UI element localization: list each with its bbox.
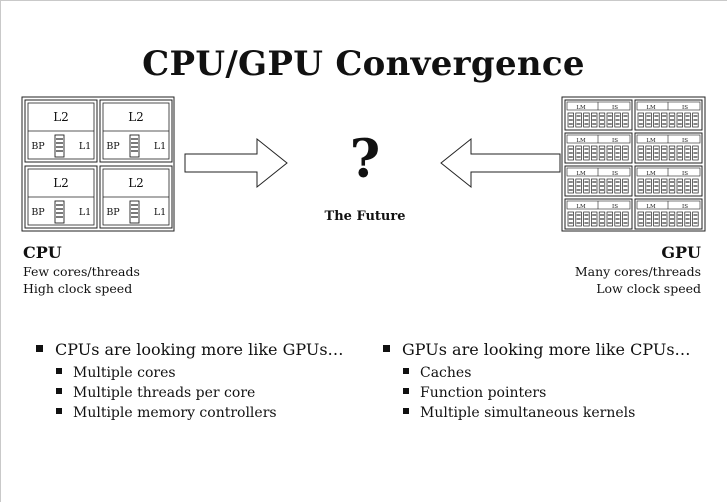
gpu-sm-box	[634, 99, 703, 131]
gpu-is-label: IS	[682, 105, 688, 111]
gpu-lm-label: LM	[576, 204, 586, 210]
gpu-sm: LM IS	[634, 198, 703, 230]
gpu-lm-label: LM	[576, 171, 586, 177]
future-label: The Future	[324, 209, 406, 224]
gpu-lm-label: LM	[646, 171, 656, 177]
cpu-desc-cores: Few cores/threads	[23, 264, 140, 279]
gpu-sm-box	[634, 165, 703, 197]
bullet-main: GPUs are looking more like CPUs…	[383, 340, 691, 359]
gpu-sm-box	[564, 132, 633, 164]
gpu-is-label: IS	[612, 204, 618, 210]
right-arrow	[184, 137, 288, 189]
bullet-square-icon	[56, 388, 62, 394]
slide-frame-left	[0, 0, 1, 502]
bullet-square-icon	[403, 368, 409, 374]
cpu-pipeline-unit	[54, 200, 65, 224]
slide-frame-top	[0, 0, 727, 1]
cpu-l2-label: L2	[128, 176, 144, 190]
bullet-square-icon	[383, 345, 390, 352]
gpu-is-label: IS	[612, 105, 618, 111]
gpu-chip-diagram: LM IS LM IS LM IS LM IS LM IS LM IS LM IS LM IS	[561, 96, 706, 232]
gpu-lm-label: LM	[646, 204, 656, 210]
bullet-sub: Caches	[403, 365, 691, 381]
cpu-l1-label: L1	[79, 141, 91, 152]
bullet-sub: Function pointers	[403, 385, 691, 401]
gpu-sm-box	[564, 165, 633, 197]
gpu-sm-header	[566, 167, 631, 177]
cpu-bp-label: BP	[106, 141, 120, 152]
gpu-lm-label: LM	[646, 105, 656, 111]
bullet-sub: Multiple memory controllers	[56, 405, 344, 421]
bullet-square-icon	[403, 388, 409, 394]
gpu-is-label: IS	[682, 171, 688, 177]
gpu-sm-header	[566, 134, 631, 144]
gpu-sm: LM IS	[564, 132, 633, 164]
cpu-pipeline-unit	[129, 134, 140, 158]
gpu-sm-box	[564, 99, 633, 131]
gpu-heading: GPU	[661, 243, 701, 262]
gpu-bullet-list: GPUs are looking more like CPUs… Caches …	[383, 340, 691, 425]
cpu-l1-label: L1	[79, 207, 91, 218]
cpu-l1-label: L1	[154, 141, 166, 152]
cpu-bp-label: BP	[31, 207, 45, 218]
gpu-sm-header	[636, 134, 701, 144]
gpu-sm-header	[636, 167, 701, 177]
cpu-pipeline-unit	[54, 134, 65, 158]
gpu-sm-header	[566, 101, 631, 111]
question-mark: ?	[349, 129, 381, 190]
cpu-bp-label: BP	[106, 207, 120, 218]
gpu-sm: LM IS	[634, 165, 703, 197]
left-arrow	[440, 137, 561, 189]
gpu-sm-header	[566, 200, 631, 210]
gpu-is-label: IS	[682, 204, 688, 210]
cpu-l2-label: L2	[53, 176, 69, 190]
gpu-desc-cores: Many cores/threads	[574, 264, 701, 279]
gpu-is-label: IS	[612, 138, 618, 144]
gpu-lm-label: LM	[646, 138, 656, 144]
gpu-sm-header	[636, 200, 701, 210]
gpu-desc-clock: Low clock speed	[596, 281, 701, 296]
cpu-l2-label: L2	[53, 110, 69, 124]
gpu-sm: LM IS	[564, 198, 633, 230]
bullet-square-icon	[56, 368, 62, 374]
gpu-is-label: IS	[612, 171, 618, 177]
gpu-sm: LM IS	[564, 165, 633, 197]
gpu-sm-box	[634, 132, 703, 164]
gpu-sm-box	[564, 198, 633, 230]
bullet-square-icon	[56, 408, 62, 414]
gpu-lm-label: LM	[576, 138, 586, 144]
bullet-sub: Multiple cores	[56, 365, 344, 381]
gpu-lm-label: LM	[576, 105, 586, 111]
cpu-pipeline-unit	[129, 200, 140, 224]
gpu-sm: LM IS	[634, 132, 703, 164]
gpu-sm: LM IS	[564, 99, 633, 131]
cpu-l2-label: L2	[128, 110, 144, 124]
cpu-l1-label: L1	[154, 207, 166, 218]
bullet-square-icon	[403, 408, 409, 414]
gpu-sm-header	[636, 101, 701, 111]
bullet-square-icon	[36, 345, 43, 352]
cpu-desc-clock: High clock speed	[23, 281, 133, 296]
gpu-is-label: IS	[682, 138, 688, 144]
gpu-sm: LM IS	[634, 99, 703, 131]
cpu-bullet-list: CPUs are looking more like GPUs… Multipl…	[36, 340, 344, 425]
bullet-sub: Multiple threads per core	[56, 385, 344, 401]
gpu-sm-box	[634, 198, 703, 230]
slide-title: CPU/GPU Convergence	[142, 44, 585, 84]
cpu-heading: CPU	[23, 243, 62, 262]
bullet-main: CPUs are looking more like GPUs…	[36, 340, 344, 359]
cpu-bp-label: BP	[31, 141, 45, 152]
bullet-sub: Multiple simultaneous kernels	[403, 405, 691, 421]
